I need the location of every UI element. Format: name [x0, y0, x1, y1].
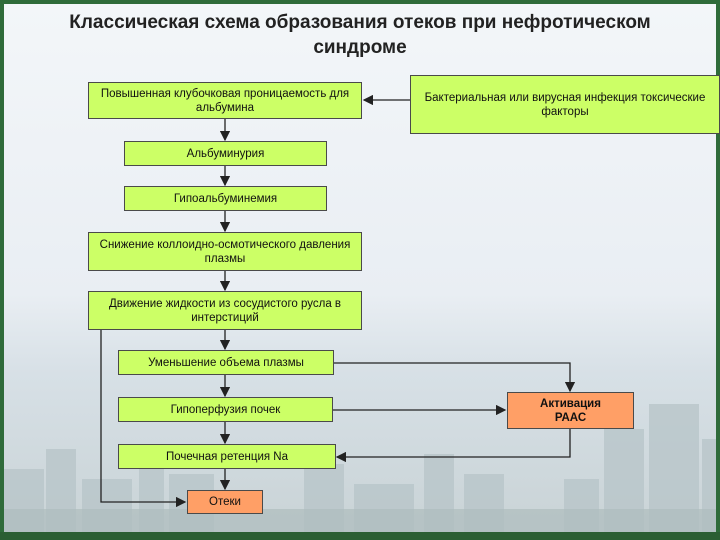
box-hypoalbuminemia: Гипоальбуминемия [124, 186, 327, 211]
box-glomerular-permeability: Повышенная клубочковая проницаемость для… [88, 82, 362, 119]
box-infection-toxic-factors: Бактериальная или вирусная инфекция токс… [410, 75, 720, 134]
box-plasma-volume-decrease: Уменьшение объема плазмы [118, 350, 334, 375]
arrow-fluid-to-edema [100, 330, 187, 508]
page-title: Классическая схема образования отеков пр… [69, 12, 651, 58]
box-edema: Отеки [187, 490, 263, 514]
slide-frame-bottom [0, 532, 720, 540]
box-sodium-retention: Почечная ретенция Na [118, 444, 336, 469]
box-raas-activation: Активация РААС [507, 392, 634, 429]
slide-frame-top [0, 0, 720, 4]
box-renal-hypoperfusion: Гипоперфузия почек [118, 397, 333, 422]
box-albuminuria: Альбуминурия [124, 141, 327, 166]
arrow-raas-to-na [335, 429, 571, 463]
box-oncotic-pressure-drop: Снижение коллоидно-осмотического давлени… [88, 232, 362, 271]
arrow-plasma-to-raas [334, 362, 576, 393]
box-fluid-shift: Движение жидкости из сосудистого русла в… [88, 291, 362, 330]
